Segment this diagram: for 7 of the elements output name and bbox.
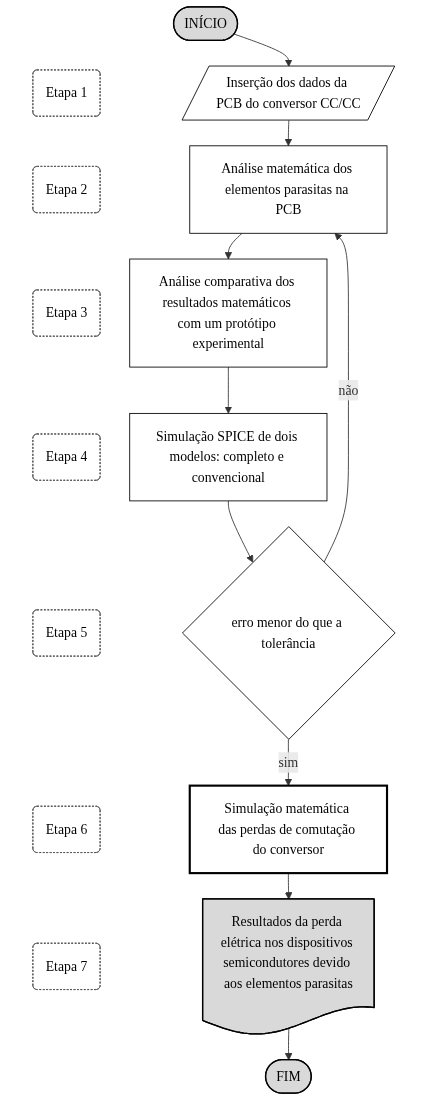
node-box: Análise comparativa dos resultados matemáticos com um protótipo experimental [129,258,328,368]
node-box: Simulação matemática das perdas de comutação do conversor [189,784,389,875]
edge-label: sim [278,754,299,770]
node-box: Análise matemática dos elementos parasitas na PCB [189,145,388,234]
node-diamond: erro menor do que a tolerância [182,526,397,740]
node-box: Simulação SPICE de dois modelos: completo e convencional [129,412,328,502]
edge-label: não [339,382,359,398]
